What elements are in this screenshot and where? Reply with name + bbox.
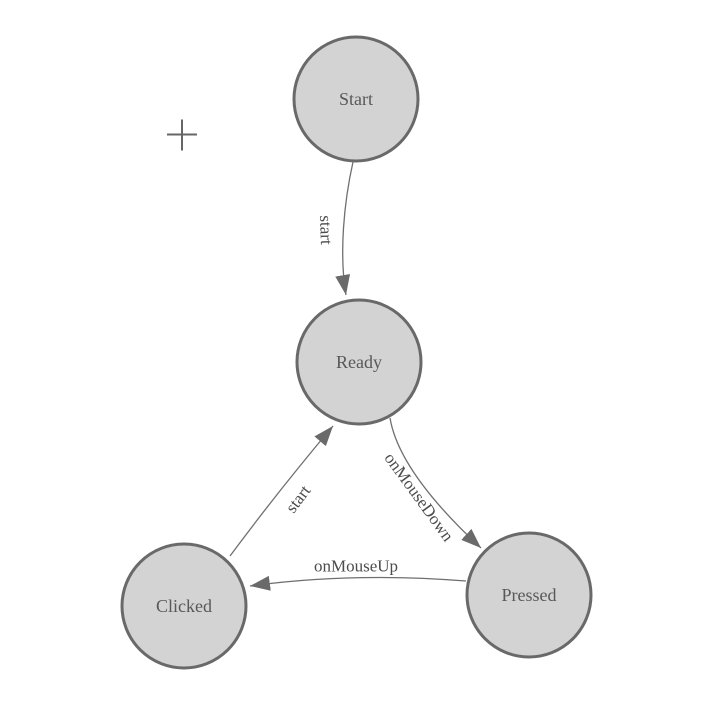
state-node-clicked-circle[interactable] <box>120 542 248 670</box>
state-node-pressed-label: Pressed <box>502 585 557 605</box>
edge-pressed-to-clicked-path[interactable] <box>249 575 467 591</box>
state-node-start[interactable]: Start <box>292 35 420 163</box>
state-node-pressed[interactable]: Pressed <box>465 531 593 659</box>
edge-ready-to-pressed: onMouseDown <box>381 417 482 549</box>
edge-label-onmousedown: onMouseDown <box>381 449 458 545</box>
state-node-pressed-circle[interactable] <box>465 531 593 659</box>
edge-clicked-to-ready-path[interactable] <box>229 425 334 557</box>
crosshair-plus-icon[interactable] <box>167 119 197 151</box>
state-node-ready-circle[interactable] <box>295 298 423 426</box>
edge-label-start-1: start <box>316 215 336 245</box>
state-node-ready-label: Ready <box>336 352 382 372</box>
edge-label-start-2: start <box>282 481 315 516</box>
state-node-start-label: Start <box>339 89 373 109</box>
edge-ready-to-pressed-path[interactable] <box>389 417 482 549</box>
edge-start-to-ready: start <box>316 161 354 296</box>
edge-label-onmouseup: onMouseUp <box>314 557 398 576</box>
state-node-ready[interactable]: Ready <box>295 298 423 426</box>
edge-pressed-to-clicked: onMouseUp <box>249 557 467 591</box>
state-node-clicked[interactable]: Clicked <box>120 542 248 670</box>
state-node-clicked-label: Clicked <box>156 596 212 616</box>
edge-start-to-ready-path[interactable] <box>335 161 354 296</box>
state-node-start-circle[interactable] <box>292 35 420 163</box>
edge-clicked-to-ready: start <box>229 425 334 557</box>
